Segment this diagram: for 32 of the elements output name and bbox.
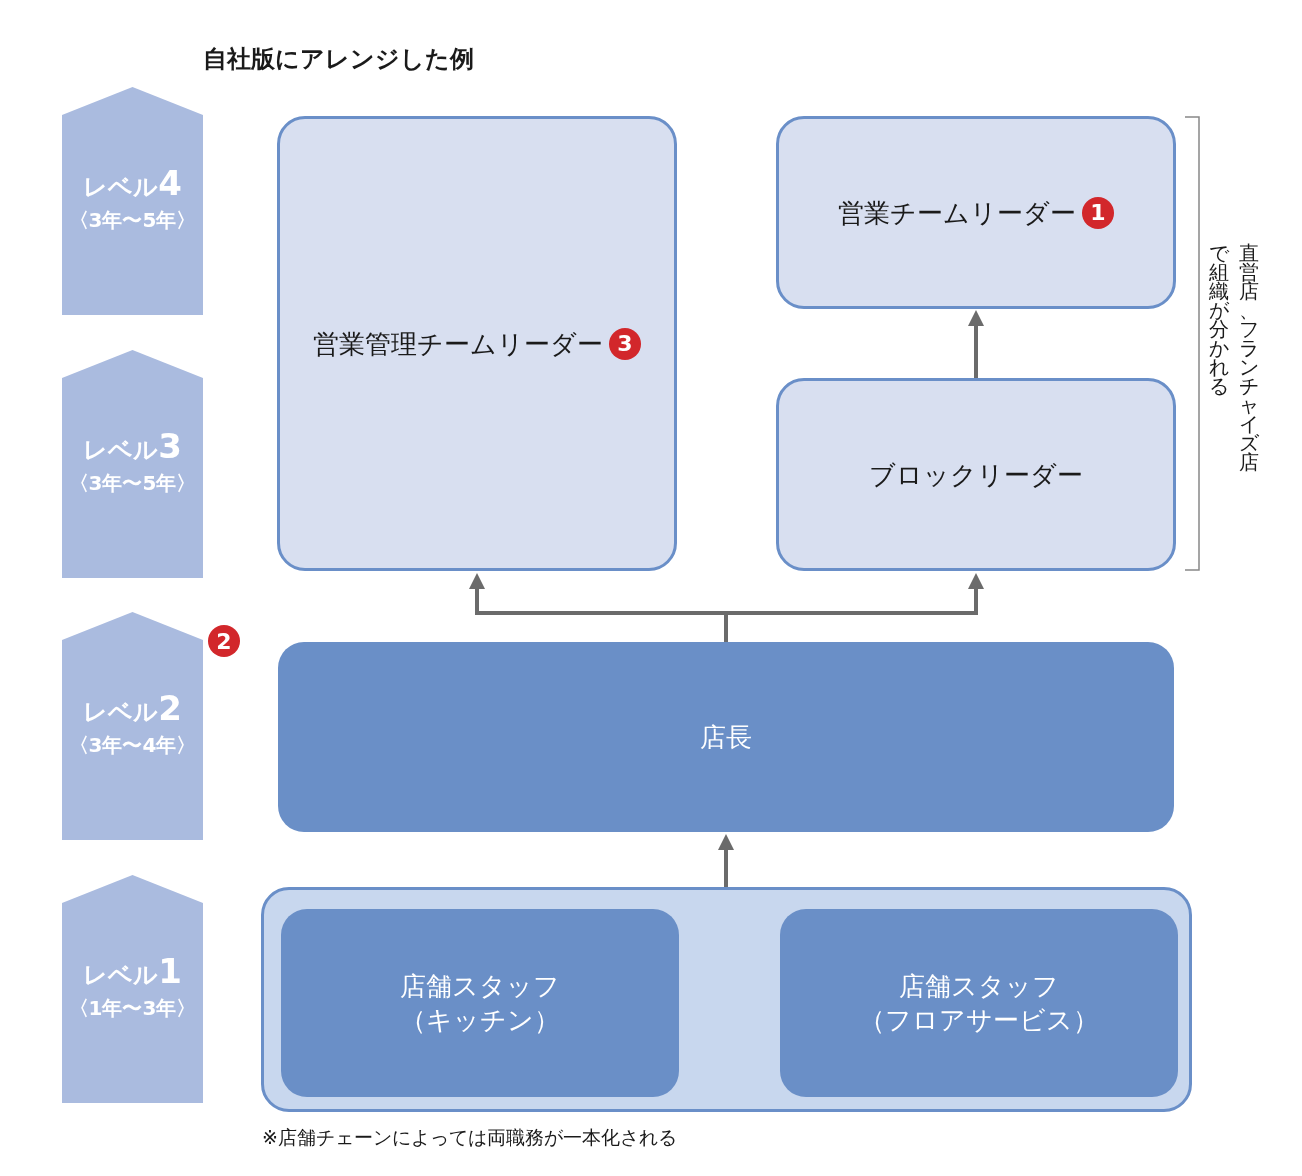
years-label: 〈3年〜5年〉 <box>68 207 197 234</box>
level-label: レベル2 <box>83 690 182 730</box>
level-tab <box>62 875 203 1103</box>
footnote: ※店舗チェーンによっては両職務が一本化される <box>262 1125 677 1150</box>
callout-number: 2 <box>208 625 240 657</box>
group-box <box>261 887 1192 1112</box>
years-label: 〈1年〜3年〉 <box>68 995 197 1022</box>
role-box <box>776 378 1176 571</box>
role-box <box>277 116 677 571</box>
arrow <box>718 834 734 887</box>
level-tab <box>62 87 203 315</box>
role-box <box>780 909 1178 1097</box>
level-tab <box>62 350 203 578</box>
role-label: 店舗スタッフ（キッチン） <box>399 970 561 1037</box>
level-tab <box>62 612 203 840</box>
role-label: 店舗スタッフ（フロアサービス） <box>858 970 1100 1037</box>
title: 自社版にアレンジした例 <box>203 44 474 75</box>
role-label: 営業管理チームリーダー <box>313 327 603 361</box>
years-label: 〈3年〜4年〉 <box>68 732 197 759</box>
callout-number: 1 <box>1082 196 1114 229</box>
level-label: レベル3 <box>83 428 182 468</box>
role-label: 店長 <box>700 721 752 754</box>
role-label: ブロックリーダー <box>869 458 1083 492</box>
role-box <box>278 642 1174 832</box>
level-label: レベル1 <box>83 953 182 993</box>
role-box <box>776 116 1176 309</box>
role-label: 営業チームリーダー <box>838 196 1076 230</box>
callout-number: 3 <box>609 327 641 360</box>
level-label: レベル4 <box>83 165 182 205</box>
years-label: 〈3年〜5年〉 <box>68 470 197 497</box>
role-box <box>281 909 679 1097</box>
arrow <box>968 310 984 378</box>
